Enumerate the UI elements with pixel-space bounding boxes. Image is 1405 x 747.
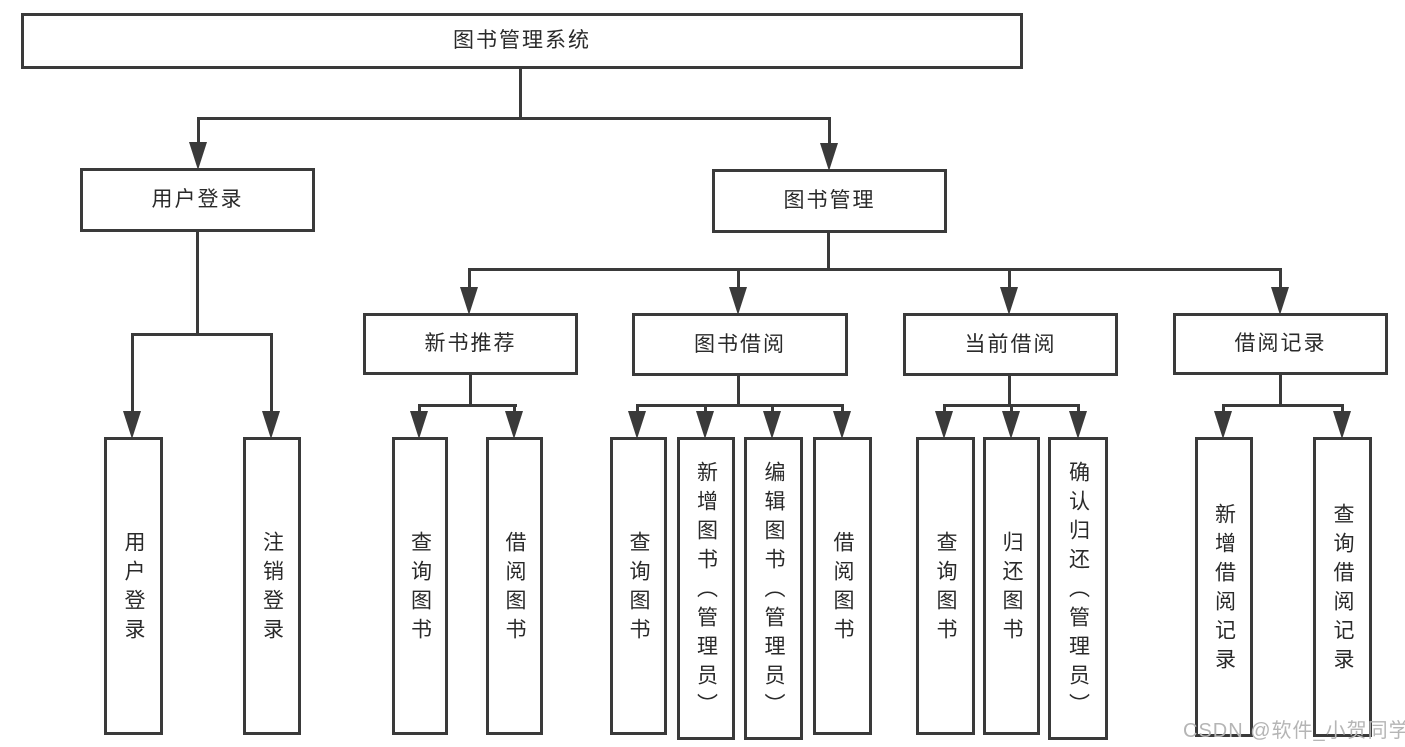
arrow-down-icon xyxy=(729,287,747,315)
connector-line xyxy=(1010,404,1013,416)
arrow-down-icon xyxy=(1000,287,1018,315)
connector-line xyxy=(636,404,639,416)
node-leaf-borrow-books-recommend: 借阅图书 xyxy=(486,437,543,735)
arrow-down-icon xyxy=(820,143,838,171)
node-leaf-search-books-current: 查询图书 xyxy=(916,437,975,735)
connector-line xyxy=(737,268,740,290)
node-leaf-confirm-return-admin: 确认归还（管理员） xyxy=(1048,437,1108,740)
connector-line xyxy=(519,68,522,119)
arrow-down-icon xyxy=(189,142,207,170)
connector-line xyxy=(418,404,517,407)
connector-line xyxy=(131,333,134,414)
connector-line xyxy=(1279,268,1282,290)
connector-line xyxy=(943,404,946,416)
arrow-down-icon xyxy=(1002,411,1020,439)
arrow-down-icon xyxy=(833,411,851,439)
arrow-down-icon xyxy=(1333,411,1351,439)
arrow-down-icon xyxy=(696,411,714,439)
connector-line xyxy=(1222,404,1225,416)
arrow-down-icon xyxy=(628,411,646,439)
connector-line xyxy=(827,233,830,271)
node-borrowing-records: 借阅记录 xyxy=(1173,313,1388,375)
node-leaf-return-books: 归还图书 xyxy=(983,437,1040,735)
connector-line xyxy=(1222,404,1344,407)
connector-line xyxy=(513,404,516,416)
node-leaf-search-books-borrowing: 查询图书 xyxy=(610,437,667,735)
connector-line xyxy=(469,375,472,407)
csdn-watermark: CSDN @软件_小贺同学 xyxy=(1183,720,1405,742)
node-leaf-search-books-recommend: 查询图书 xyxy=(392,437,448,735)
connector-line xyxy=(828,117,831,145)
connector-line xyxy=(270,333,273,414)
connector-line xyxy=(1008,376,1011,406)
node-leaf-borrow-books-borrowing: 借阅图书 xyxy=(813,437,872,735)
arrow-down-icon xyxy=(763,411,781,439)
arrow-down-icon xyxy=(262,411,280,439)
arrow-down-icon xyxy=(935,411,953,439)
arrow-down-icon xyxy=(1271,287,1289,315)
connector-line xyxy=(418,404,421,416)
node-book-management-module: 图书管理 xyxy=(712,169,947,233)
connector-line xyxy=(737,376,740,406)
arrow-down-icon xyxy=(505,411,523,439)
arrow-down-icon xyxy=(460,287,478,315)
node-library-management-system: 图书管理系统 xyxy=(21,13,1023,69)
connector-line xyxy=(468,268,471,290)
arrow-down-icon xyxy=(410,411,428,439)
connector-line xyxy=(468,268,1282,271)
node-leaf-search-borrow-record: 查询借阅记录 xyxy=(1313,437,1372,737)
node-leaf-add-books-admin: 新增图书（管理员） xyxy=(677,437,735,740)
node-new-book-recommend: 新书推荐 xyxy=(363,313,578,375)
arrow-down-icon xyxy=(123,411,141,439)
connector-line xyxy=(1008,268,1011,290)
connector-line xyxy=(131,333,273,336)
node-user-login-module: 用户登录 xyxy=(80,168,315,232)
node-leaf-add-borrow-record: 新增借阅记录 xyxy=(1195,437,1253,737)
connector-line xyxy=(197,117,200,145)
connector-line xyxy=(1077,404,1080,416)
node-current-borrowing: 当前借阅 xyxy=(903,313,1118,376)
node-leaf-user-login: 用户登录 xyxy=(104,437,163,735)
arrow-down-icon xyxy=(1069,411,1087,439)
connector-line xyxy=(771,404,774,416)
connector-line xyxy=(841,404,844,416)
node-leaf-edit-books-admin: 编辑图书（管理员） xyxy=(744,437,803,740)
connector-line xyxy=(636,404,844,407)
node-leaf-logout: 注销登录 xyxy=(243,437,301,735)
connector-line xyxy=(1279,375,1282,407)
connector-line xyxy=(704,404,707,416)
connector-line xyxy=(196,232,199,336)
arrow-down-icon xyxy=(1214,411,1232,439)
connector-line xyxy=(1341,404,1344,416)
node-book-borrowing: 图书借阅 xyxy=(632,313,848,376)
connector-line xyxy=(197,117,831,120)
